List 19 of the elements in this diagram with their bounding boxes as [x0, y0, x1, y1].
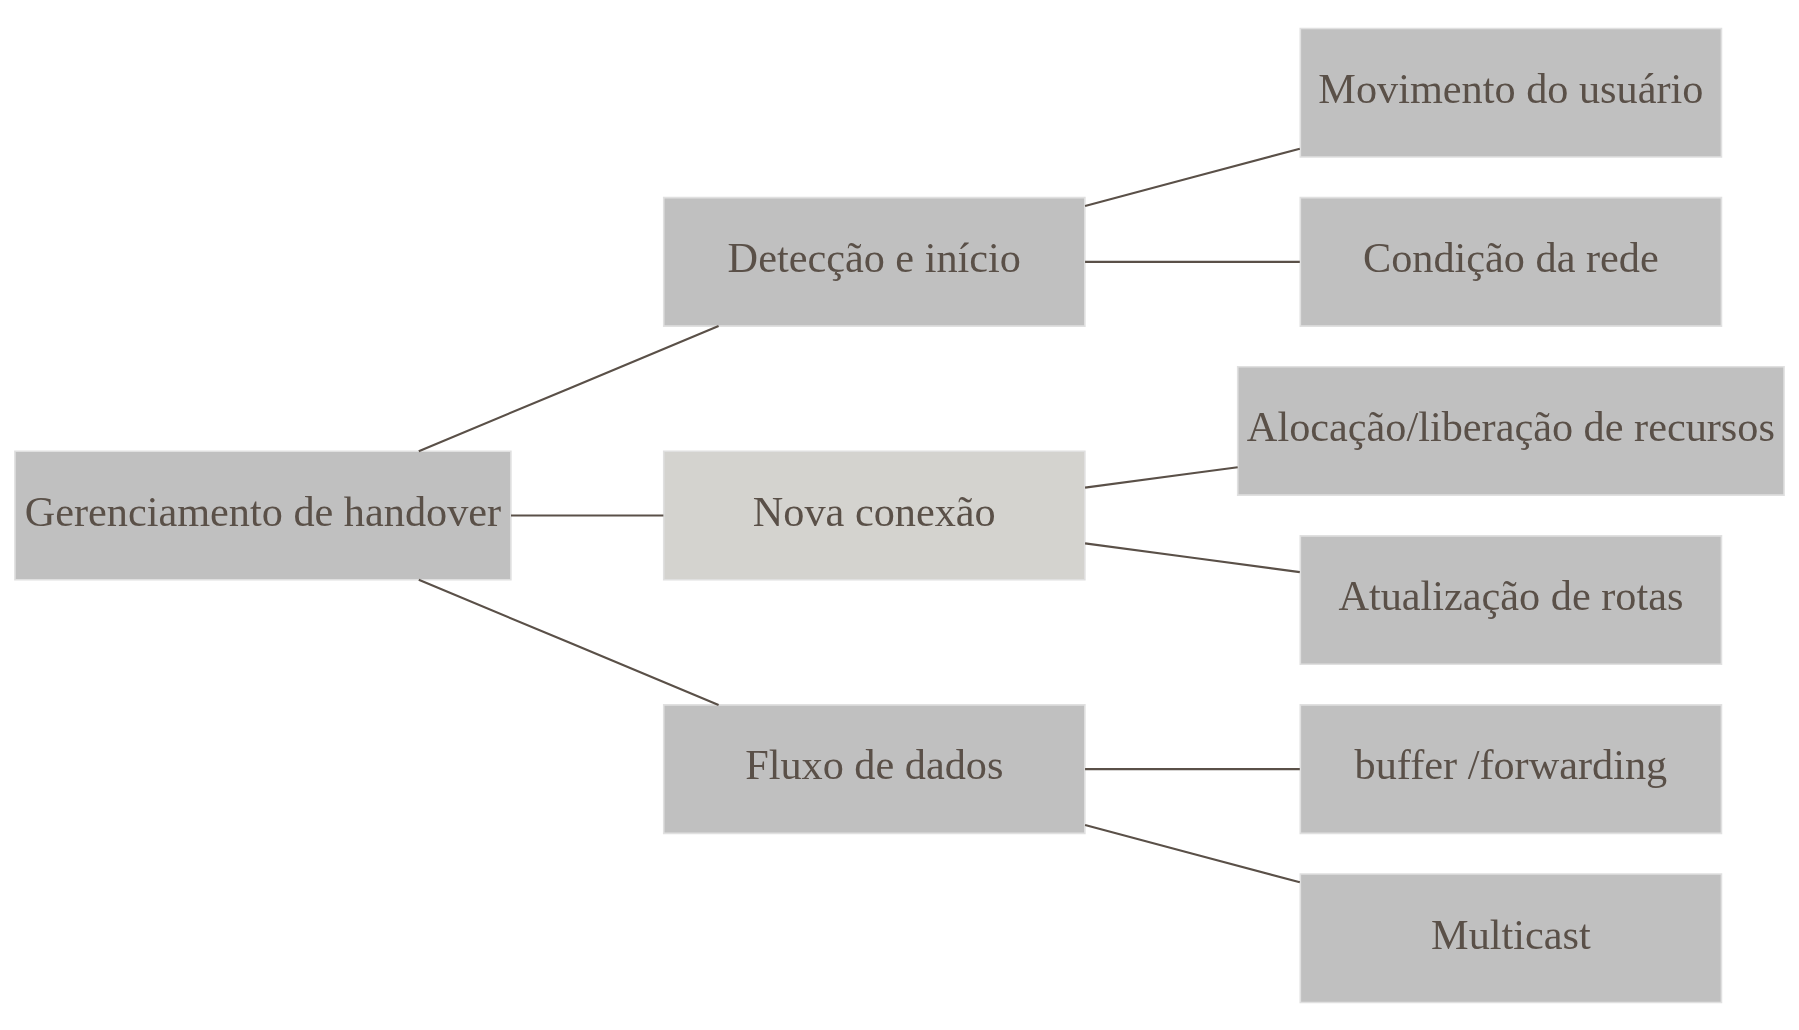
connector	[1084, 823, 1301, 883]
node-box: Atualização de rotas	[1299, 534, 1723, 665]
connector	[1085, 260, 1300, 263]
connector	[511, 513, 664, 517]
connector	[418, 578, 719, 706]
node-box: buffer /forwarding	[1299, 703, 1723, 834]
node-box: Multicast	[1299, 872, 1723, 1003]
connector	[418, 324, 719, 452]
connector	[1084, 147, 1301, 207]
connector	[1085, 767, 1300, 770]
node-box: Condição da rede	[1299, 196, 1723, 327]
connector	[1084, 465, 1238, 489]
node-box: Nova conexão	[662, 449, 1086, 581]
node-box: Movimento do usuário	[1299, 27, 1723, 158]
connector	[1084, 541, 1300, 573]
node-box: Alocação/liberação de recursos	[1236, 365, 1785, 496]
node-box: Gerenciamento de handover	[14, 449, 512, 581]
node-box: Detecção e início	[662, 196, 1086, 327]
node-box: Fluxo de dados	[662, 703, 1086, 834]
